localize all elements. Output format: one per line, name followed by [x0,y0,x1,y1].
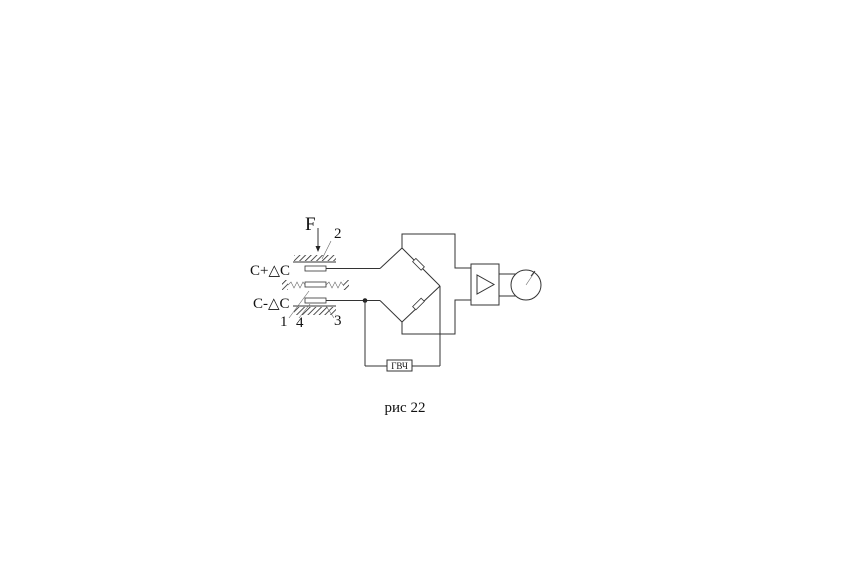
bridge-resistor-lower [412,297,425,311]
bridge-resistor-upper [412,257,425,271]
figure-caption: рис 22 [384,400,426,416]
measuring-bridge [379,247,441,366]
part-2-label: 2 [334,226,342,242]
meter [499,269,542,301]
spring-right [325,280,349,290]
bridge-output-leads [401,233,471,335]
top-support [293,255,336,263]
leader-lines [288,240,335,319]
spring-left [282,280,306,290]
amplifier [470,263,500,306]
cap-plus-label: C+△C [250,263,290,279]
capacitor-plate-bottom [304,297,327,304]
capacitor-plate-middle [304,281,327,288]
force-label: F [305,214,316,235]
part-3-label: 3 [334,313,342,329]
cap-minus-label: C-△C [253,296,290,312]
force-arrow [315,228,321,252]
capacitor-leads [326,268,380,366]
part-4-label: 4 [296,315,304,331]
generator: ГВЧ [365,359,440,372]
part-1-label: 1 [280,314,288,330]
amplifier-triangle-icon [476,274,496,295]
capacitor-plate-top [304,265,327,272]
generator-label: ГВЧ [391,361,408,371]
bottom-support [293,305,336,315]
